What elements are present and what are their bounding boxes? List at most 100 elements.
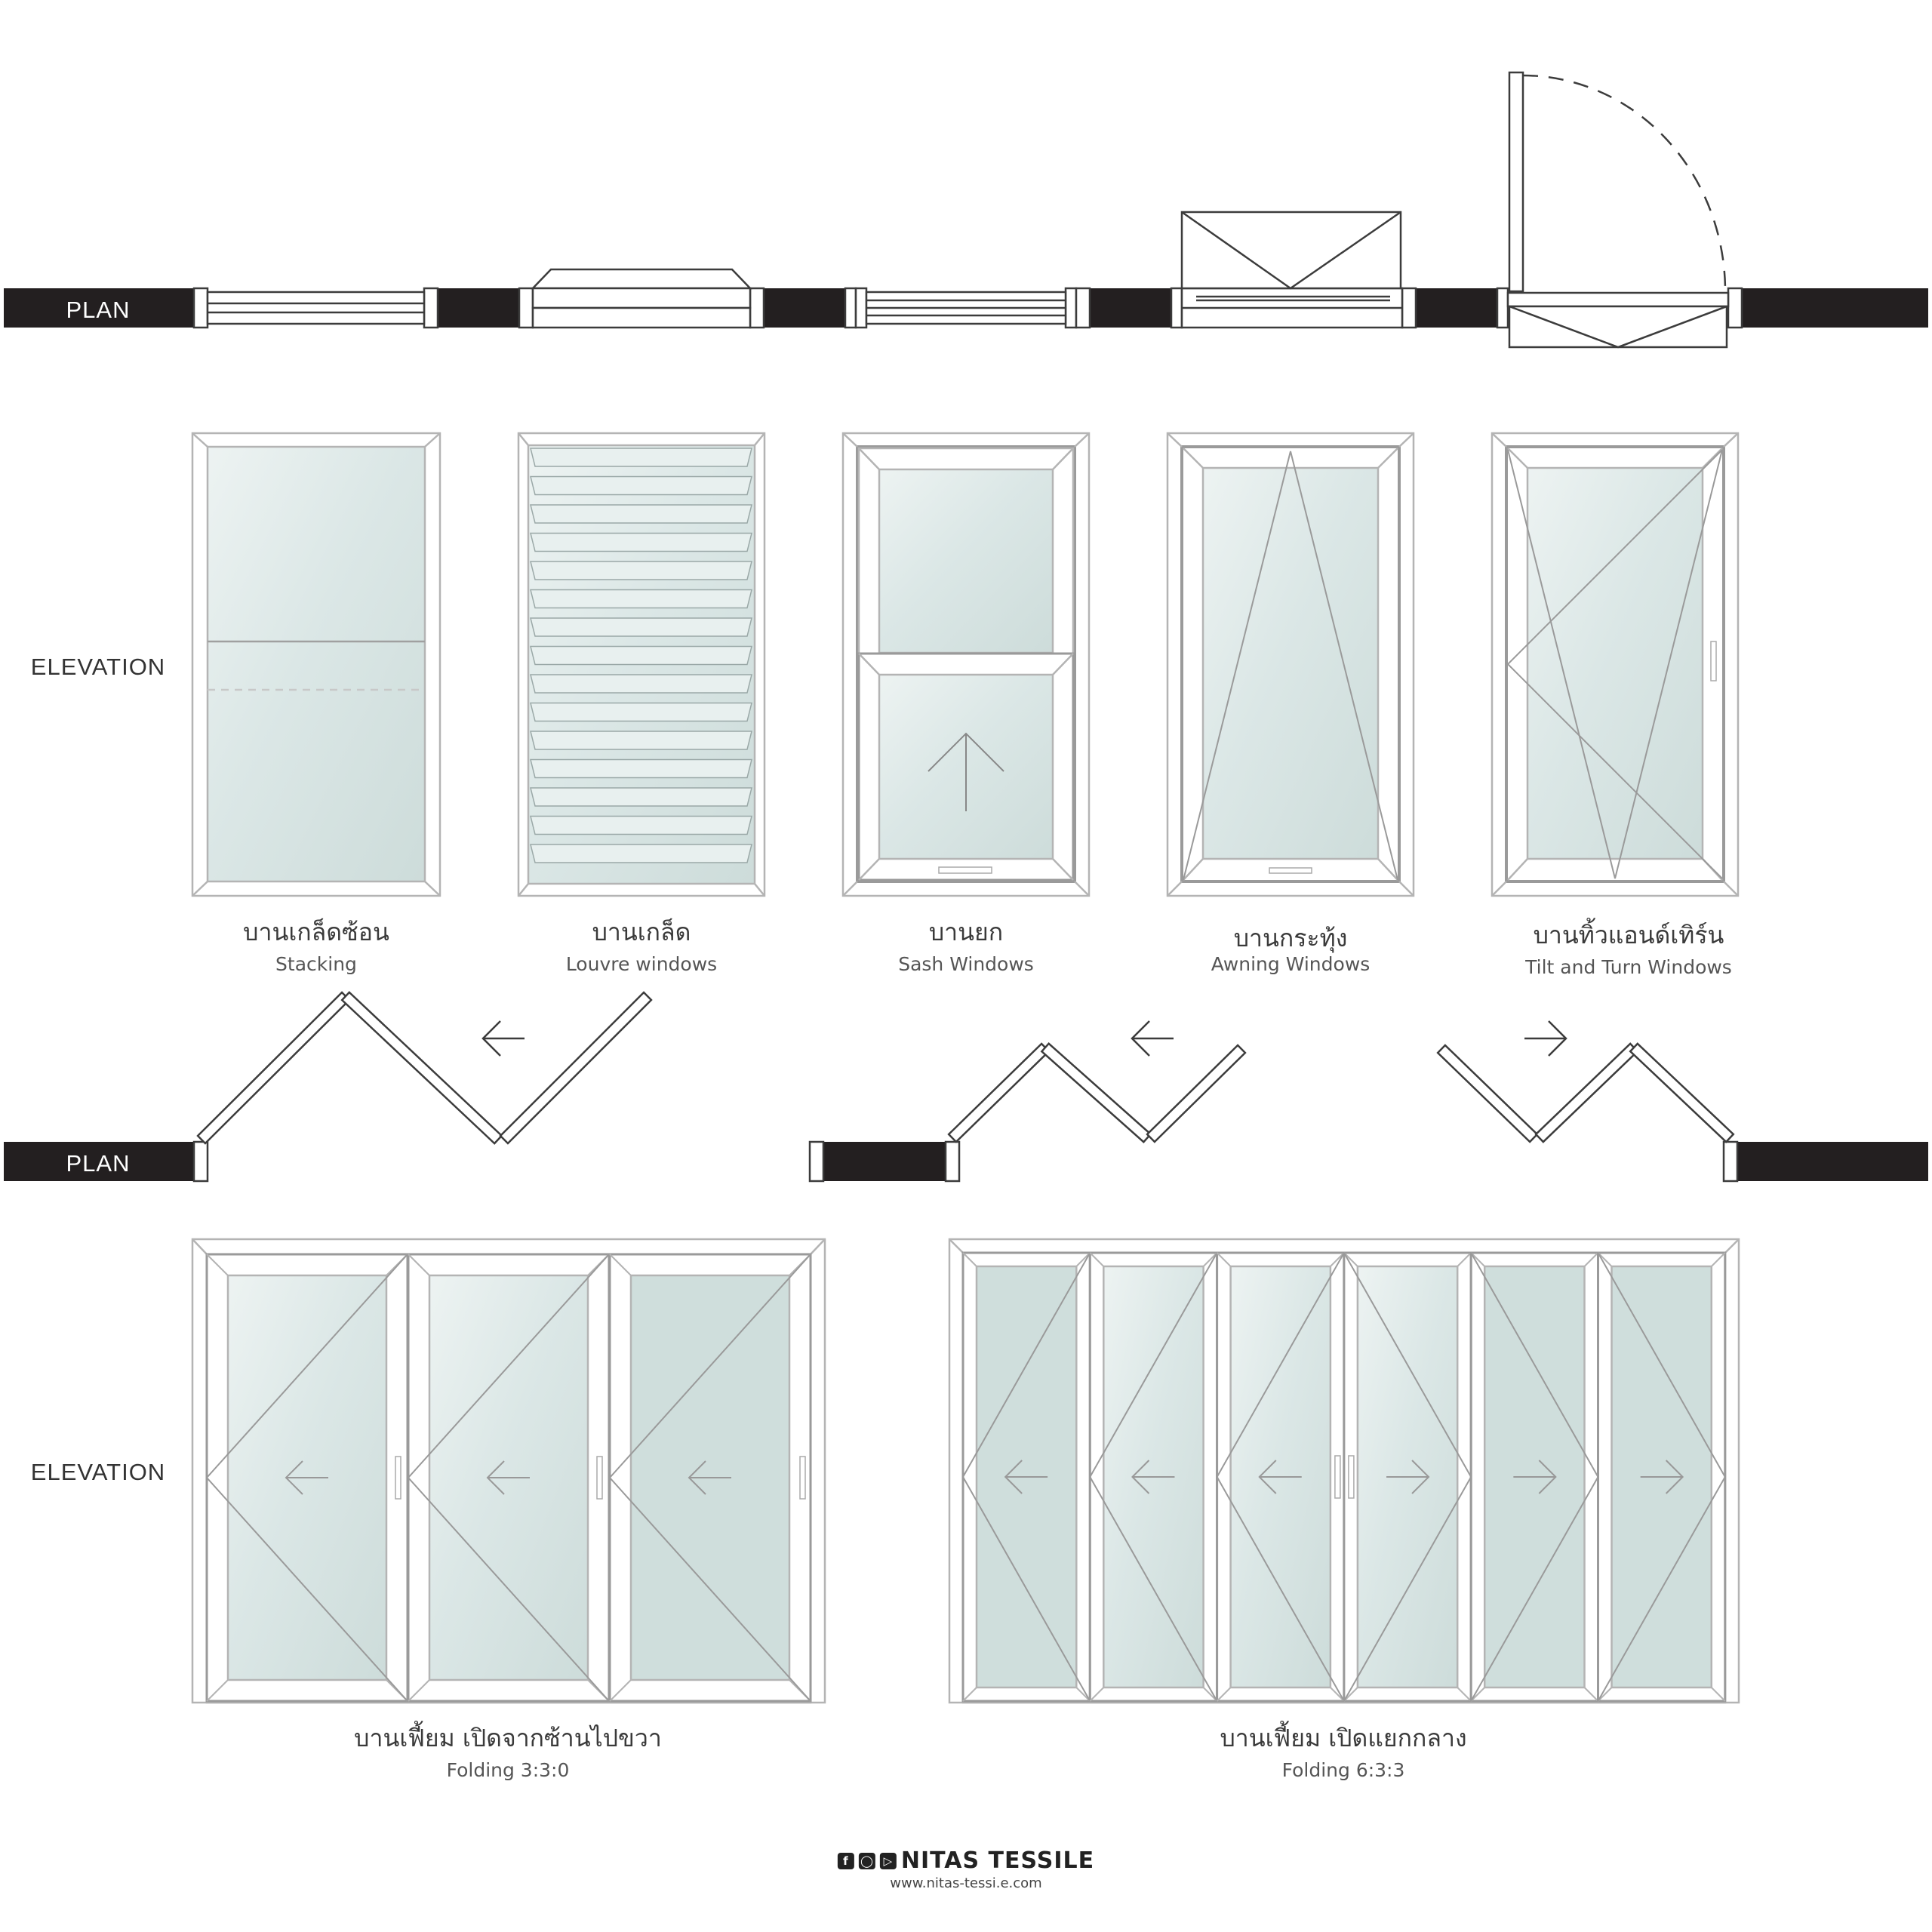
folding-panel-plan [499,991,653,1145]
door-handle [1334,1455,1341,1499]
caption-awning: บานกระทุ้ง Awning Windows [1211,919,1371,975]
caption-louvre-english: Louvre windows [565,953,718,975]
door-handle [395,1456,401,1500]
louvre-slat [530,617,752,637]
louvre-slat [530,731,752,750]
elevation-tilt-turn [1491,432,1740,897]
facebook-icon[interactable]: f [837,1852,854,1869]
elevation-stacking [191,432,441,897]
folding-panel-plan [1040,1042,1152,1143]
folding-panel-plan [196,991,351,1145]
folding-door-panel [608,1253,812,1703]
folding-door-panel [1088,1251,1219,1703]
sash-up-arrow-icon [928,732,1004,811]
left-arrow-icon [285,1460,328,1495]
plan-label-top: PLAN [66,297,131,323]
elevation-awning [1166,432,1415,897]
folding-door-panel [407,1253,611,1703]
door-handle [1348,1455,1355,1499]
elevation-label-top: ELEVATION [31,654,165,680]
folding-panel-plan [1436,1044,1539,1143]
left-arrow-icon [1004,1460,1048,1494]
brand-url[interactable]: www.nitas-tessi.e.com [890,1875,1042,1891]
louvre-slat [530,787,752,807]
youtube-icon[interactable]: ▷ [879,1852,897,1869]
door-handle [799,1456,806,1500]
brand-name-row: f ◯ ▷ NITAS TESSILE [837,1847,1095,1874]
wall-segments-top [4,288,1928,328]
plan-sash [844,287,1091,329]
caption-folding-633-english: Folding 6:3:3 [1281,1759,1405,1781]
right-arrow-icon [1640,1460,1684,1494]
plan-louvre [518,268,765,329]
caption-sash: บานยก Sash Windows [898,913,1034,975]
caption-folding-633: บานเฟี้ยม เปิดแยกกลาง Folding 6:3:3 [1220,1719,1466,1781]
louvre-slat [530,674,752,694]
caption-stacking-thai: บานเกล็ดซ้อน [243,918,389,946]
louvre-slat [530,844,752,863]
plan-right-arrow-icon [1524,1020,1567,1057]
caption-stacking: บานเกล็ดซ้อน Stacking [243,913,389,975]
louvre-slat [530,645,752,666]
louvre-slat [530,475,752,496]
plan-left-arrow-icon-2 [1131,1020,1174,1057]
plan-left-arrow-icon [481,1020,525,1057]
plan-label-middle: PLAN [66,1150,131,1177]
left-arrow-icon [486,1460,530,1495]
plan-stacking [192,287,439,329]
louvre-slat [530,532,752,552]
folding-panel-plan [1629,1042,1735,1143]
folding-door-panel [961,1251,1091,1703]
louvre-slat [530,561,752,580]
elevation-folding-633 [948,1238,1740,1704]
caption-folding-633-thai: บานเฟี้ยม เปิดแยกกลาง [1220,1724,1467,1752]
plan-tilt-turn [1496,71,1743,349]
instagram-icon[interactable]: ◯ [858,1852,875,1869]
elevation-folding-330 [191,1238,826,1704]
louvre-slat [530,448,752,467]
louvre-slat [530,504,752,524]
folding-door-panel [1216,1251,1346,1703]
caption-tilt-turn: บานทิ้วแอนด์เทิร์น Tilt and Turn Windows [1525,916,1732,978]
folding-door-panel [1469,1251,1599,1703]
caption-folding-330: บานเฟี้ยม เปิดจากซ้านไปขวา Folding 3:3:0 [354,1719,662,1781]
elevation-louvre [517,432,766,897]
left-arrow-icon [688,1460,731,1495]
caption-sash-thai: บานยก [928,918,1004,946]
elevation-row-windows: ELEVATION [31,432,1740,897]
plan-awning [1170,211,1417,329]
folding-panel-plan [947,1042,1051,1143]
plan-row-windows: PLAN [4,71,1928,349]
caption-tilt-turn-english: Tilt and Turn Windows [1525,956,1732,978]
left-arrow-icon [1131,1460,1175,1494]
louvre-slat [530,758,752,779]
elevation-label-bottom: ELEVATION [31,1459,165,1485]
caption-louvre-thai: บานเกล็ด [592,918,691,946]
caption-stacking-english: Stacking [275,953,357,975]
folding-door-panel [1343,1251,1472,1703]
door-handle [596,1456,603,1500]
folding-panel-plan [1534,1042,1639,1143]
folding-panel-plan [340,991,503,1145]
brand-name: NITAS TESSILE [900,1847,1095,1874]
louvre-slat [530,702,752,722]
brand-footer: f ◯ ▷ NITAS TESSILE www.nitas-tessi.e.co… [837,1847,1095,1891]
caption-folding-330-thai: บานเฟี้ยม เปิดจากซ้านไปขวา [354,1724,662,1752]
louvre-slat [530,589,752,609]
caption-sash-english: Sash Windows [898,953,1034,975]
folding-panel-plan [1146,1044,1247,1143]
right-arrow-icon [1386,1460,1430,1494]
caption-louvre: บานเกล็ด Louvre windows [566,913,717,975]
caption-awning-english: Awning Windows [1211,953,1371,975]
right-arrow-icon [1513,1460,1557,1494]
folding-door-panel [1597,1251,1727,1703]
left-arrow-icon [1258,1460,1302,1494]
folding-door-panel [205,1253,409,1703]
elevation-row-doors: ELEVATION [31,1238,1740,1704]
plan-row-folding: PLAN [4,991,1928,1183]
elevation-sash [841,432,1091,897]
caption-tilt-turn-thai: บานทิ้วแอนด์เทิร์น [1533,921,1724,949]
louvre-slat [530,815,752,835]
caption-awning-thai: บานกระทุ้ง [1233,924,1348,952]
